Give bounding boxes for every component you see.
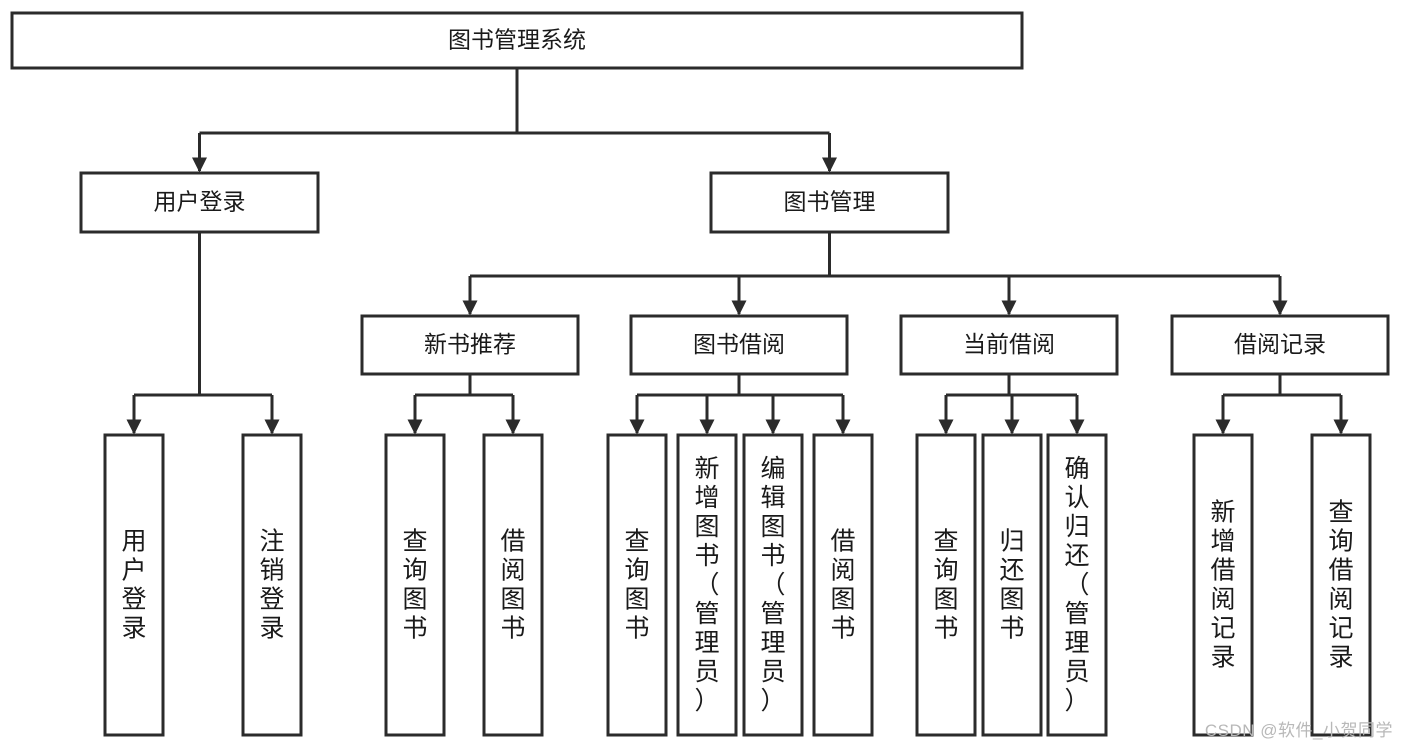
node-label-leaf-borrow-lend: 借阅图书 <box>830 528 855 643</box>
connector-current-borrow-to-leaf-current-confirm <box>1007 374 1085 435</box>
connector-root-to-user-login <box>192 68 519 173</box>
node-label-borrow-record: 借阅记录 <box>1234 331 1326 357</box>
node-box-leaf-user-login <box>103 433 165 737</box>
node-label-leaf-record-query: 查询借阅记录 <box>1328 499 1353 672</box>
node-label-leaf-current-confirm: 确认归还（管理员） <box>1064 455 1089 715</box>
connector-book-manage-to-book-borrow <box>731 232 831 316</box>
node-leaf-current-query[interactable]: 查询图书 <box>915 433 977 737</box>
connector-book-manage-to-borrow-record <box>828 232 1288 316</box>
node-label-leaf-borrow-query: 查询图书 <box>624 528 649 643</box>
node-leaf-borrow-lend[interactable]: 借阅图书 <box>812 433 874 737</box>
connector-new-book-rec-to-leaf-rec-query <box>407 374 472 435</box>
node-book-borrow[interactable]: 图书借阅 <box>629 314 849 376</box>
node-box-root <box>10 11 1024 70</box>
node-user-login[interactable]: 用户登录 <box>79 171 320 234</box>
node-new-book-rec[interactable]: 新书推荐 <box>360 314 580 376</box>
node-label-leaf-user-login: 用户登录 <box>121 528 146 643</box>
node-label-leaf-rec-query: 查询图书 <box>402 528 427 643</box>
node-leaf-user-login[interactable]: 用户登录 <box>103 433 165 737</box>
node-label-current-borrow: 当前借阅 <box>963 331 1055 357</box>
connector-book-borrow-to-leaf-borrow-edit <box>737 374 781 435</box>
connector-book-borrow-to-leaf-borrow-query <box>629 374 741 435</box>
node-label-book-borrow: 图书借阅 <box>693 331 785 357</box>
node-label-leaf-record-add: 新增借阅记录 <box>1210 499 1235 672</box>
node-box-leaf-borrow-query <box>606 433 668 737</box>
connector-book-manage-to-current-borrow <box>828 232 1017 316</box>
connector-borrow-record-to-leaf-record-query <box>1278 374 1349 435</box>
node-box-leaf-current-query <box>915 433 977 737</box>
node-root[interactable]: 图书管理系统 <box>10 11 1024 70</box>
node-leaf-borrow-query[interactable]: 查询图书 <box>606 433 668 737</box>
node-leaf-current-return[interactable]: 归还图书 <box>981 433 1043 737</box>
node-leaf-record-add[interactable]: 新增借阅记录 <box>1192 433 1254 737</box>
node-box-leaf-record-add <box>1192 433 1254 737</box>
node-current-borrow[interactable]: 当前借阅 <box>899 314 1119 376</box>
node-label-leaf-current-query: 查询图书 <box>933 528 958 643</box>
node-leaf-record-query[interactable]: 查询借阅记录 <box>1310 433 1372 737</box>
node-box-leaf-borrow-lend <box>812 433 874 737</box>
node-box-current-borrow <box>899 314 1119 376</box>
connector-current-borrow-to-leaf-current-query <box>938 374 1011 435</box>
node-label-leaf-borrow-add: 新增图书（管理员） <box>694 455 719 715</box>
node-label-leaf-borrow-edit: 编辑图书（管理员） <box>760 455 785 715</box>
connector-user-login-to-leaf-user-login <box>126 232 201 435</box>
node-box-user-login <box>79 171 320 234</box>
node-box-leaf-rec-query <box>384 433 446 737</box>
node-layer: 图书管理系统用户登录图书管理新书推荐图书借阅当前借阅借阅记录用户登录注销登录查询… <box>10 11 1390 737</box>
connector-user-login-to-leaf-user-logout <box>198 232 280 435</box>
connector-book-borrow-to-leaf-borrow-add <box>699 374 741 435</box>
node-box-new-book-rec <box>360 314 580 376</box>
node-label-leaf-user-logout: 注销登录 <box>259 528 284 643</box>
node-label-new-book-rec: 新书推荐 <box>424 331 516 357</box>
node-box-leaf-record-query <box>1310 433 1372 737</box>
node-box-leaf-user-logout <box>241 433 303 737</box>
node-label-leaf-current-return: 归还图书 <box>999 528 1024 643</box>
node-leaf-current-confirm[interactable]: 确认归还（管理员） <box>1046 433 1108 737</box>
connector-root-to-book-manage <box>515 68 837 173</box>
node-leaf-borrow-add[interactable]: 新增图书（管理员） <box>676 433 738 737</box>
node-leaf-user-logout[interactable]: 注销登录 <box>241 433 303 737</box>
node-label-book-manage: 图书管理 <box>784 189 876 215</box>
node-borrow-record[interactable]: 借阅记录 <box>1170 314 1390 376</box>
connector-book-borrow-to-leaf-borrow-lend <box>737 374 851 435</box>
node-box-borrow-record <box>1170 314 1390 376</box>
node-leaf-rec-borrow[interactable]: 借阅图书 <box>482 433 544 737</box>
node-box-leaf-borrow-edit <box>742 433 804 737</box>
node-label-leaf-rec-borrow: 借阅图书 <box>500 528 525 643</box>
node-box-book-borrow <box>629 314 849 376</box>
node-box-leaf-current-confirm <box>1046 433 1108 737</box>
node-box-leaf-current-return <box>981 433 1043 737</box>
node-leaf-borrow-edit[interactable]: 编辑图书（管理员） <box>742 433 804 737</box>
node-leaf-rec-query[interactable]: 查询图书 <box>384 433 446 737</box>
connector-layer <box>126 68 1349 435</box>
node-box-leaf-rec-borrow <box>482 433 544 737</box>
node-label-root: 图书管理系统 <box>448 27 586 53</box>
node-label-user-login: 用户登录 <box>154 189 246 215</box>
connector-borrow-record-to-leaf-record-add <box>1215 374 1282 435</box>
node-box-leaf-borrow-add <box>676 433 738 737</box>
connector-new-book-rec-to-leaf-rec-borrow <box>468 374 521 435</box>
node-book-manage[interactable]: 图书管理 <box>709 171 950 234</box>
node-box-book-manage <box>709 171 950 234</box>
connector-book-manage-to-new-book-rec <box>462 232 831 316</box>
